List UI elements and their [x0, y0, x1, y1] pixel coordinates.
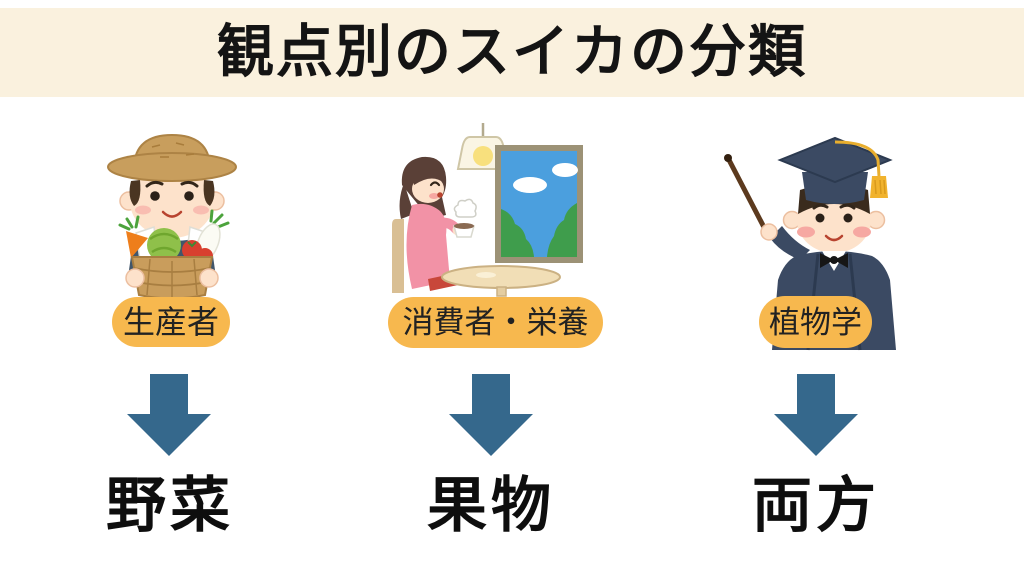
title-banner: 観点別のスイカの分類 — [0, 8, 1024, 97]
perspective-label: 消費者・栄養 — [402, 305, 589, 340]
down-arrow-icon — [774, 374, 858, 456]
perspective-label: 植物学 — [769, 304, 862, 340]
farmer-illustration — [107, 133, 237, 300]
perspective-pill-botany: 植物学 — [759, 296, 872, 348]
perspective-label: 生産者 — [122, 304, 219, 340]
page-title: 観点別のスイカの分類 — [217, 20, 807, 84]
result-label-vegetable: 野菜 — [106, 472, 234, 539]
perspective-pill-consumer: 消費者・栄養 — [388, 297, 603, 348]
result-label-both: 両方 — [752, 472, 880, 539]
down-arrow-icon — [127, 374, 211, 456]
down-arrow-icon — [449, 374, 533, 456]
perspective-pill-producer: 生産者 — [112, 297, 230, 347]
result-label-fruit: 果物 — [427, 472, 555, 539]
woman-at-cafe-illustration — [392, 123, 583, 297]
